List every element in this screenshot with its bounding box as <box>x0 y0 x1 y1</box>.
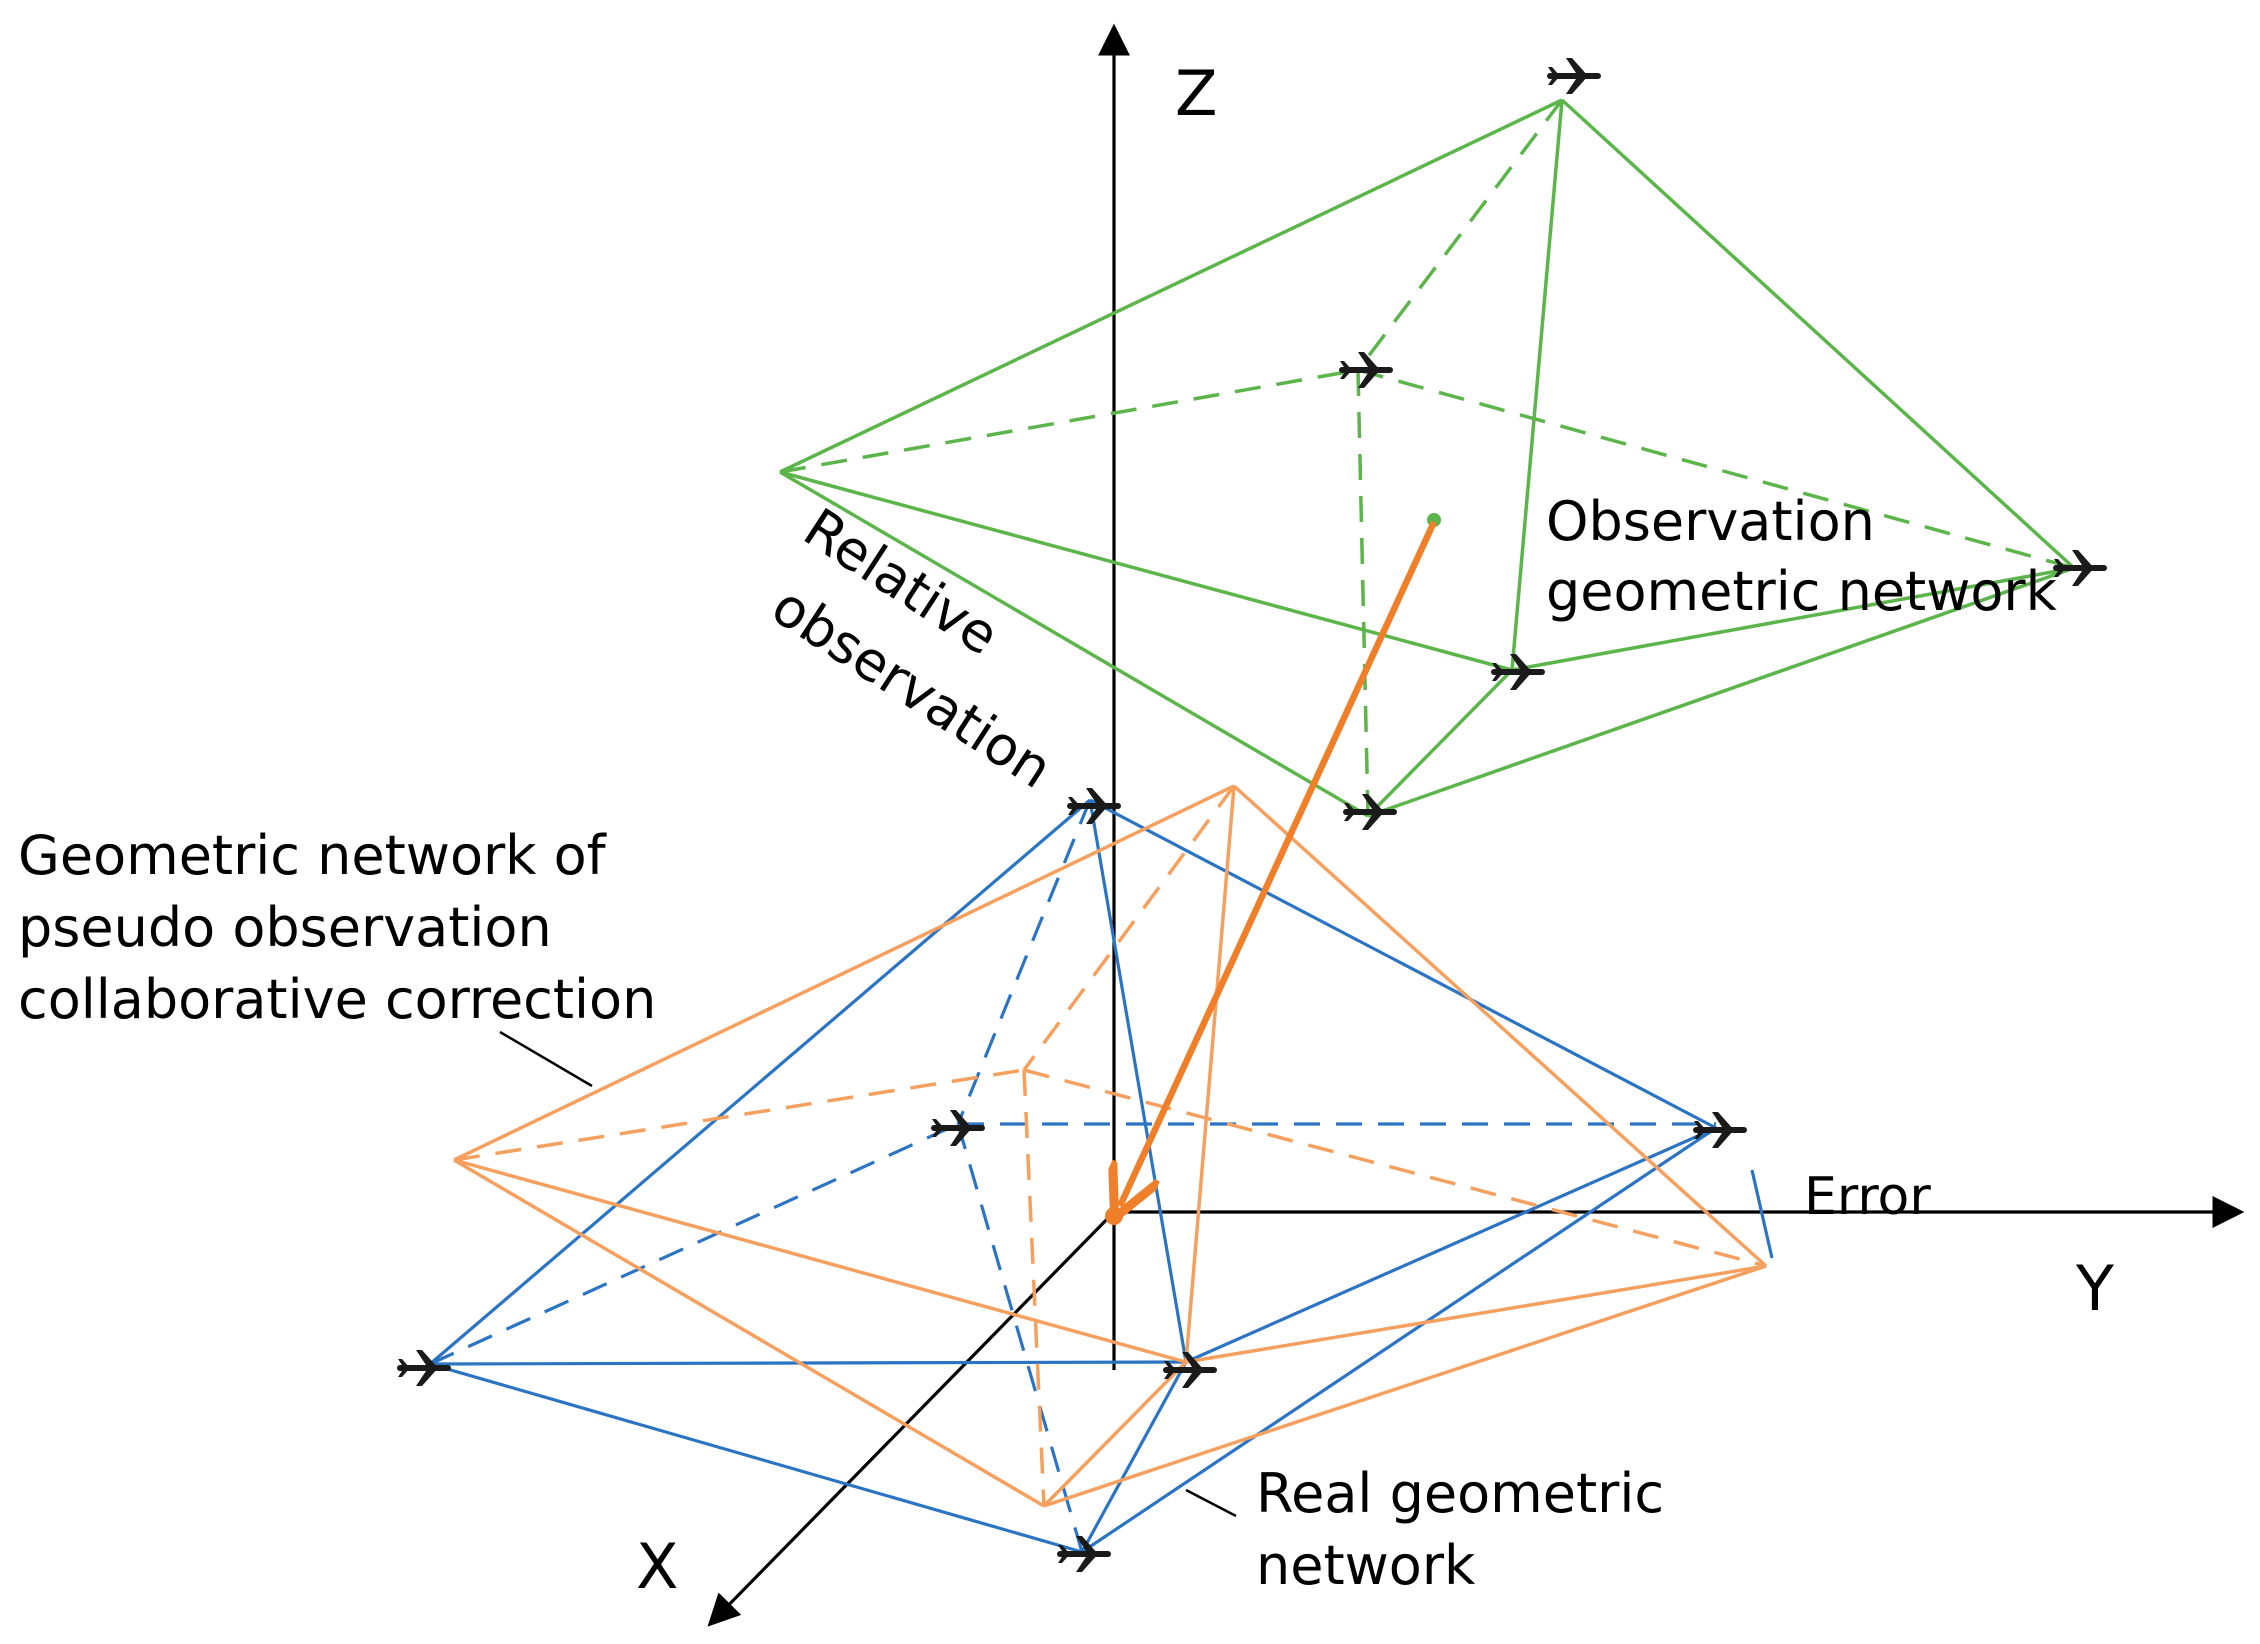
z-axis-label: Z <box>1175 57 1217 130</box>
y-axis-label: Y <box>2075 1252 2114 1325</box>
real-network-leader-line <box>1185 1488 1237 1518</box>
real-network <box>428 798 1774 1554</box>
annotation-labels: Observation geometric network Relative o… <box>18 490 2058 1597</box>
airplane-icon <box>932 1110 982 1146</box>
airplane-icon <box>1068 788 1118 824</box>
x-axis-label: X <box>636 1530 678 1603</box>
pseudo-network-label-line2: pseudo observation <box>18 896 552 959</box>
pseudo-network-label-line3: collaborative correction <box>18 968 656 1031</box>
error-label: Error <box>1804 1167 1931 1227</box>
pseudo-network-leader-line <box>499 1030 593 1088</box>
airplane-icon <box>1340 352 1390 388</box>
x-axis <box>707 1210 1116 1627</box>
airplane-icon <box>1548 58 1598 94</box>
correction-arrow <box>1105 520 1437 1225</box>
pseudo-network-label-line1: Geometric network of <box>18 824 608 887</box>
real-network-label-line1: Real geometric <box>1256 1462 1664 1525</box>
real-network-label-line2: network <box>1256 1534 1476 1597</box>
axes: Z Y X <box>636 23 2245 1627</box>
observation-network-label-line2: geometric network <box>1546 560 2058 623</box>
observation-network-label-line1: Observation <box>1546 490 1875 553</box>
pseudo-network <box>453 784 1768 1508</box>
airplane-icon <box>1694 1112 1744 1148</box>
aircraft-group <box>398 58 2104 1572</box>
